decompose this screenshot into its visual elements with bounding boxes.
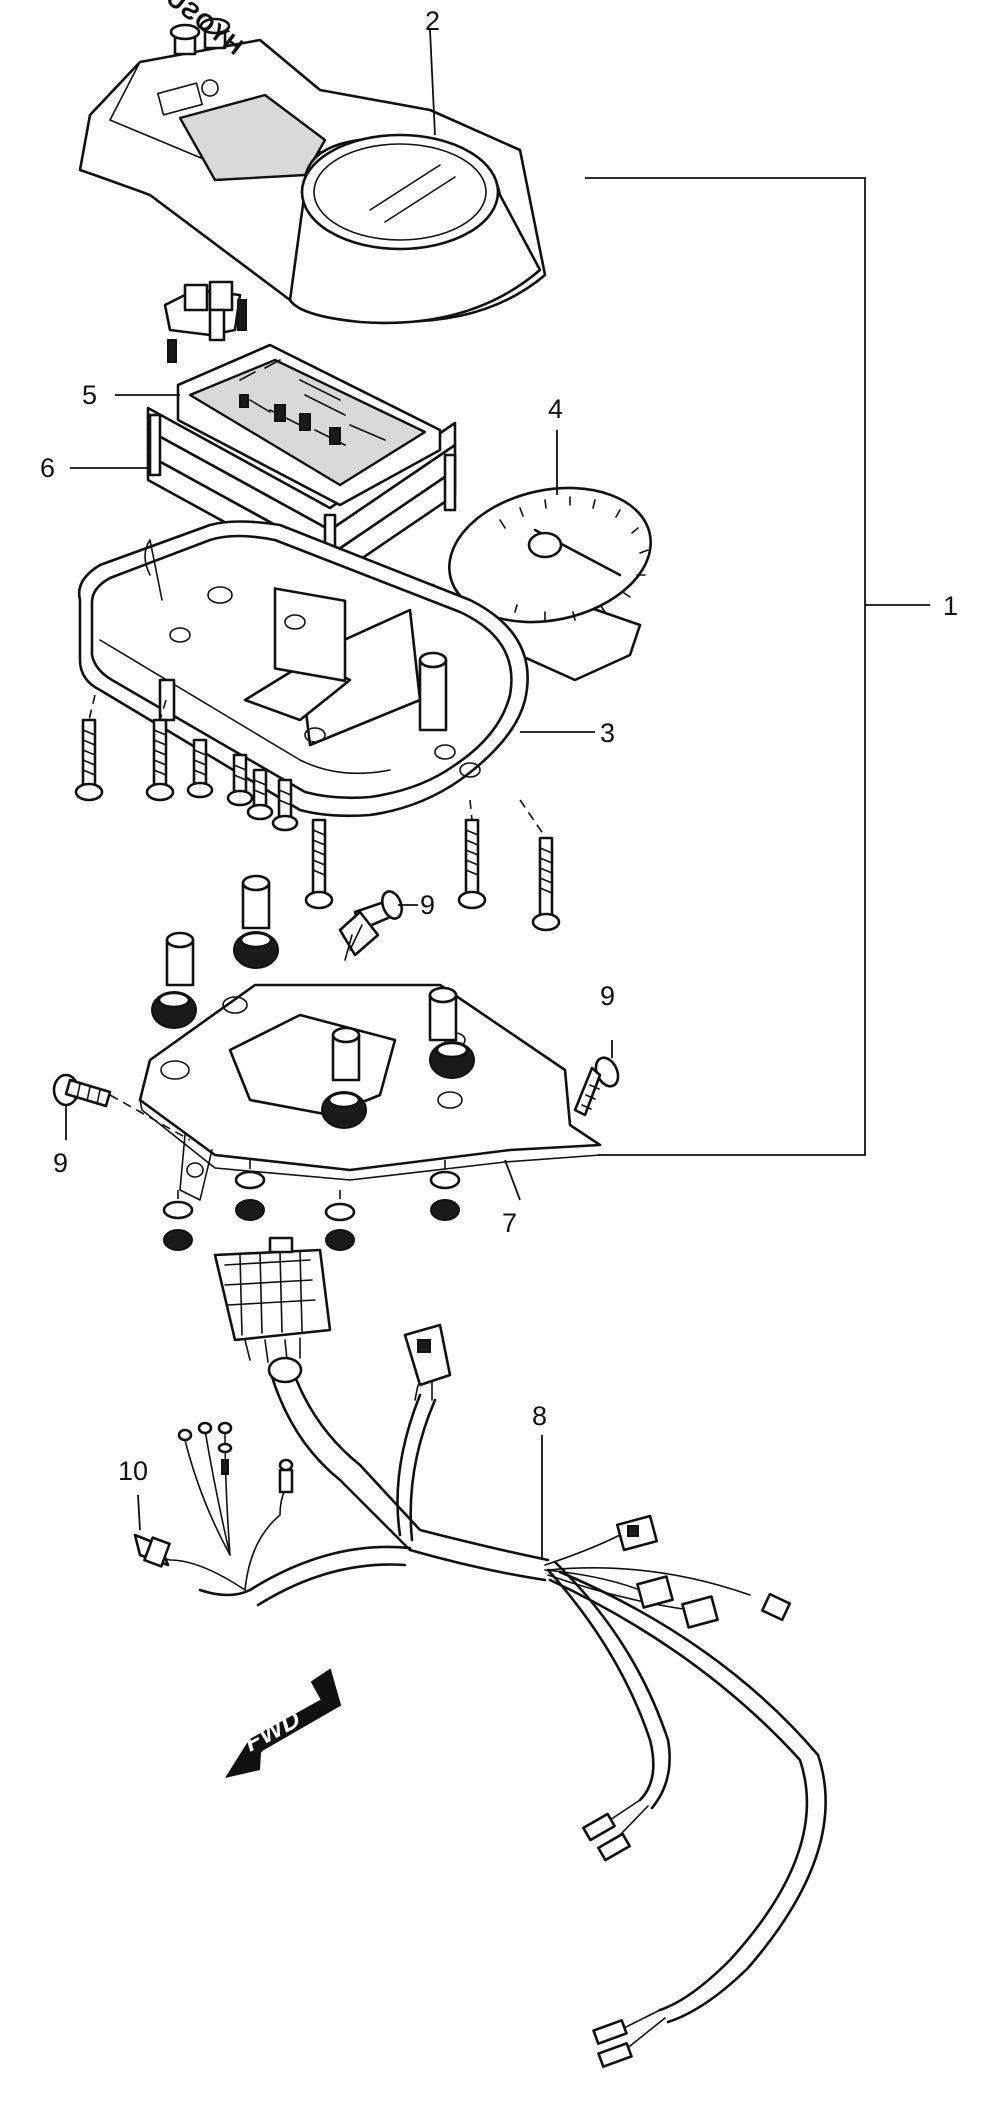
part-1-assembly-bracket: 1 — [585, 177, 958, 1156]
callout-6: 6 — [40, 453, 55, 483]
screw-long-8 — [457, 818, 487, 910]
screw-long-7 — [304, 818, 334, 910]
callout-2: 2 — [425, 6, 440, 36]
part-2-meter-cover: HYOSUNG 2 — [78, 0, 547, 325]
part-9-bolt-right: 9 — [573, 981, 620, 1117]
case-screws — [74, 694, 561, 932]
screw-5 — [246, 768, 274, 821]
screw-3 — [186, 738, 214, 799]
part-3-meter-case: 3 — [77, 520, 615, 818]
callout-9-top: 9 — [420, 890, 435, 920]
fwd-direction-arrow: FWD — [225, 1668, 342, 1778]
lcd-bracket — [163, 280, 247, 363]
callout-9-left: 9 — [53, 1148, 68, 1178]
screw-6 — [271, 778, 299, 832]
callout-8: 8 — [532, 1401, 547, 1431]
part-9-bolt-left: 9 — [52, 1073, 112, 1178]
part-9-bolt-top: 9 — [338, 890, 435, 961]
grommets — [109, 874, 475, 1251]
screw-long-1 — [74, 718, 104, 802]
screw-long-9 — [531, 836, 561, 932]
callout-10: 10 — [118, 1456, 148, 1486]
callout-5: 5 — [82, 380, 97, 410]
part-7-mount-bracket: 7 — [138, 983, 602, 1238]
screw-4 — [226, 753, 254, 807]
part-8-wiring-harness: 10 8 — [118, 1236, 827, 2069]
screw-long-2 — [145, 718, 175, 802]
callout-7: 7 — [502, 1208, 517, 1238]
callout-9-right: 9 — [600, 981, 615, 1011]
fwd-label: FWD — [239, 1703, 306, 1757]
callout-4: 4 — [548, 394, 563, 424]
callout-1: 1 — [943, 591, 958, 621]
callout-3: 3 — [600, 718, 615, 748]
